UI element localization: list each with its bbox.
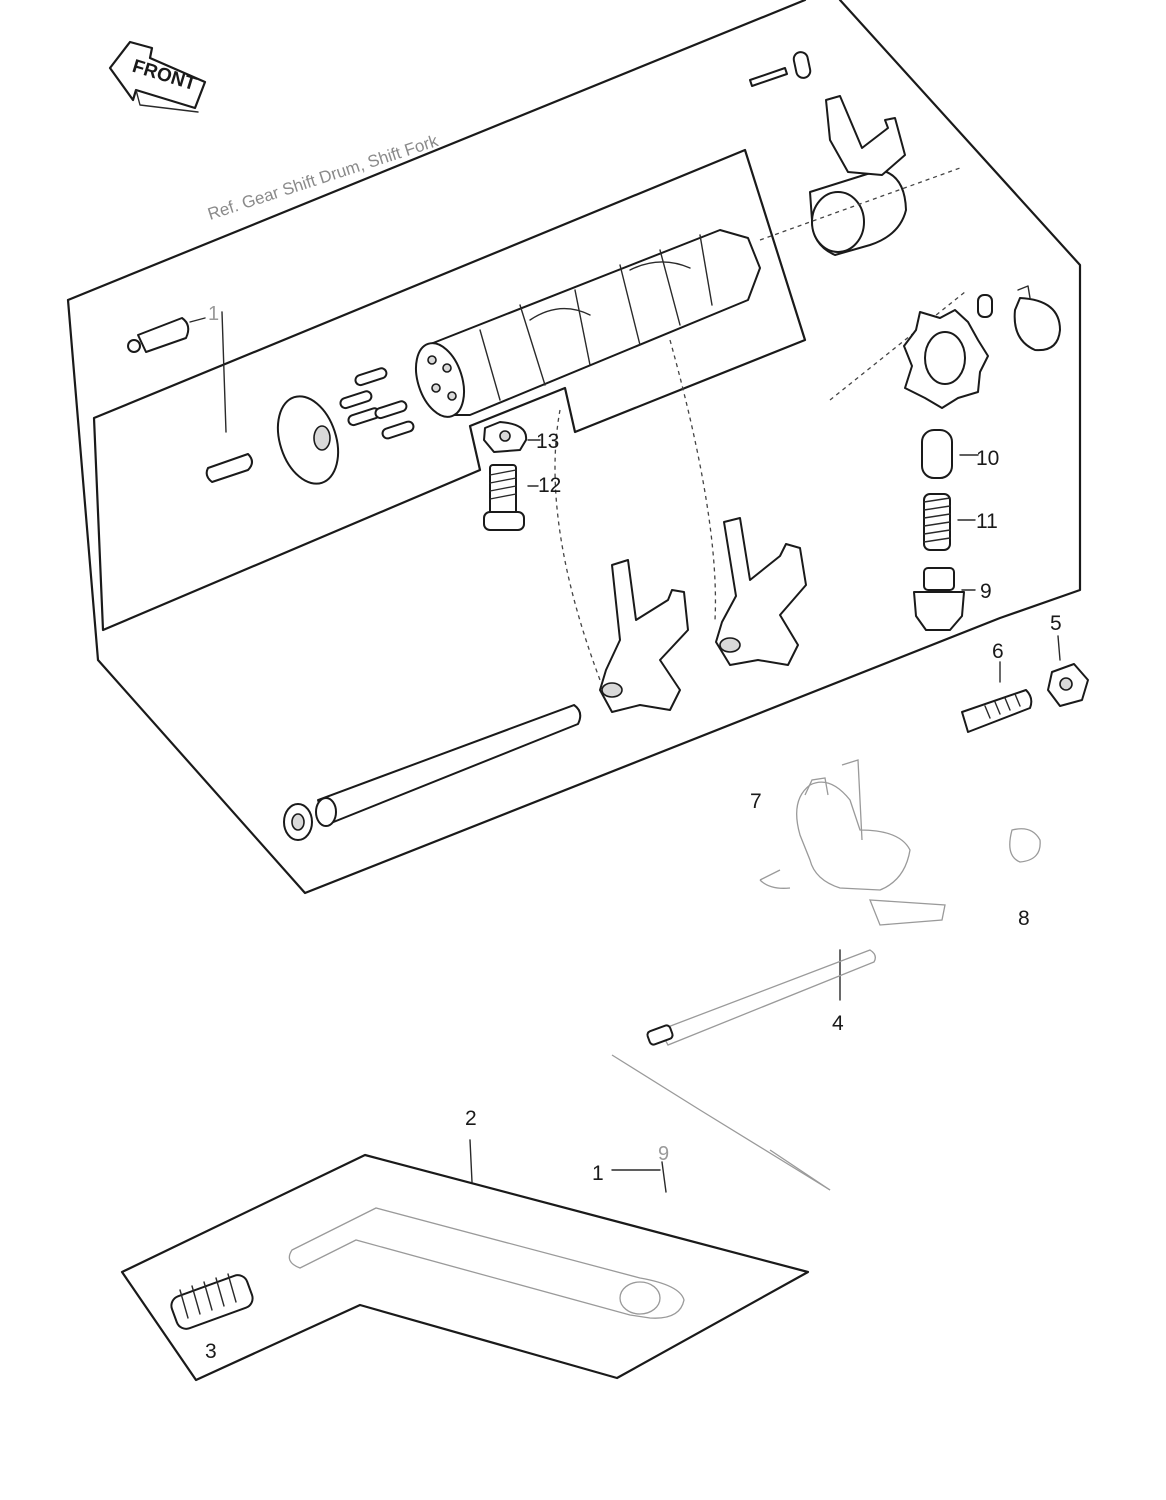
pedal-rubber xyxy=(170,1273,254,1330)
drum-end-plate xyxy=(205,395,340,485)
callout-8: 8 xyxy=(1018,907,1030,930)
callout-1-top: 1 xyxy=(208,303,219,325)
detent-pin xyxy=(921,429,953,479)
drum-pin-set xyxy=(339,367,415,440)
callout-12: 12 xyxy=(538,474,561,497)
callout-2: 2 xyxy=(465,1107,477,1130)
callout-6: 6 xyxy=(992,640,1004,663)
circlip xyxy=(1013,285,1061,352)
hex-nut xyxy=(1047,663,1089,707)
shift-pedal xyxy=(288,1207,685,1319)
guide-line-fork-top xyxy=(759,167,961,241)
front-arrow-icon xyxy=(108,40,207,113)
stopper-arm xyxy=(483,421,528,453)
shift-shaft xyxy=(646,949,876,1046)
shift-drum xyxy=(415,229,761,418)
shift-mechanism xyxy=(759,759,1041,926)
shift-fork-top xyxy=(809,95,907,256)
callout-11: 11 xyxy=(976,510,998,533)
lower-group-frame xyxy=(120,1153,810,1382)
callout-13: 13 xyxy=(536,430,559,453)
callout-10: 10 xyxy=(976,447,999,470)
leader-pedal xyxy=(469,1139,473,1183)
callout-1-lower: 1 xyxy=(592,1162,604,1185)
guide-line-stopper xyxy=(829,291,966,401)
callout-4: 4 xyxy=(832,1012,844,1035)
guide-fork-right xyxy=(669,339,717,621)
roll-pin-top xyxy=(749,51,812,87)
detent-plug xyxy=(913,567,965,631)
faint-guide-lower xyxy=(611,1054,831,1191)
callout-7: 7 xyxy=(750,790,762,813)
leader-switch xyxy=(221,311,227,433)
shift-drum-cam xyxy=(903,309,989,409)
shift-fork-right xyxy=(715,517,807,666)
cam-pin xyxy=(977,294,993,318)
callout-3: 3 xyxy=(205,1340,217,1363)
reference-note: Ref. Gear Shift Drum, Shift Fork xyxy=(205,131,440,224)
shift-fork-left xyxy=(599,559,689,713)
callout-5: 5 xyxy=(1050,612,1062,635)
stud-bolt xyxy=(961,689,1033,733)
fork-shaft xyxy=(315,704,582,827)
stopper-bolt xyxy=(483,464,525,531)
drum-group-frame xyxy=(92,148,807,632)
detent-spring xyxy=(923,493,951,551)
outer-frame xyxy=(66,0,1082,895)
callout-9: 9 xyxy=(980,580,992,603)
callout-9-lower: 9 xyxy=(658,1143,669,1165)
neutral-switch xyxy=(127,317,206,353)
guide-fork-left xyxy=(554,409,601,681)
shaft-circlip xyxy=(283,803,313,841)
